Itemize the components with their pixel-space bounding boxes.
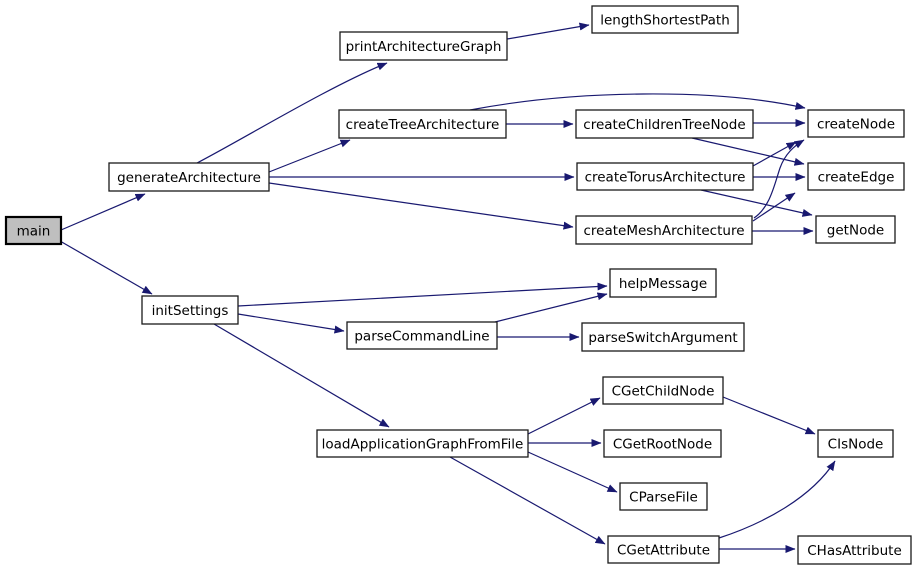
edge-createMeshArchitecture-to-createNode	[753, 139, 805, 219]
node-parseSwitchArgument-box[interactable]	[581, 322, 745, 352]
node-loadApplicationGraphFromFile-label: loadApplicationGraphFromFile	[322, 437, 524, 453]
node-printArchitectureGraph[interactable]: printArchitectureGraph	[339, 31, 508, 61]
edge-createChildrenTreeNode-to-createEdge	[691, 137, 805, 166]
node-CGetChildNode-label: CGetChildNode	[612, 384, 715, 400]
node-CHasAttribute-box[interactable]	[797, 535, 912, 565]
node-main[interactable]: main	[4, 215, 63, 246]
node-CGetAttribute-box[interactable]	[607, 535, 720, 564]
node-generateArchitecture-box[interactable]	[108, 162, 270, 192]
node-CGetChildNode[interactable]: CGetChildNode	[602, 376, 724, 405]
edge-loadApplicationGraphFromFile-to-CGetAttribute	[449, 456, 606, 545]
edge-parseCommandLine-to-helpMessage	[494, 292, 608, 323]
node-createEdge[interactable]: createEdge	[807, 162, 905, 191]
node-initSettings-label: initSettings	[152, 303, 229, 319]
edge-createTorusArchitecture-to-createNode	[752, 141, 797, 167]
node-createTreeArchitecture-label: createTreeArchitecture	[346, 117, 500, 133]
node-loadApplicationGraphFromFile-box[interactable]	[316, 429, 529, 458]
node-createTreeArchitecture-box[interactable]	[338, 109, 507, 139]
node-CGetAttribute[interactable]: CGetAttribute	[607, 535, 720, 564]
node-createEdge-box[interactable]	[807, 162, 905, 191]
node-loadApplicationGraphFromFile[interactable]: loadApplicationGraphFromFile	[316, 429, 529, 458]
node-createNode-label: createNode	[817, 117, 895, 133]
edge-createTorusArchitecture-to-getNode	[700, 189, 813, 217]
node-parseSwitchArgument-label: parseSwitchArgument	[588, 330, 737, 346]
node-lengthShortestPath-label: lengthShortestPath	[600, 13, 730, 29]
node-CGetRootNode-box[interactable]	[603, 429, 722, 458]
node-getNode-box[interactable]	[815, 215, 896, 244]
node-createNode-box[interactable]	[807, 109, 905, 138]
node-CIsNode-box[interactable]	[817, 429, 894, 458]
edge-CGetChildNode-to-CIsNode	[722, 396, 816, 435]
node-CGetChildNode-box[interactable]	[602, 376, 724, 405]
node-parseCommandLine-box[interactable]	[346, 321, 498, 350]
edge-main-to-generateArchitecture	[60, 193, 146, 231]
node-getNode-label: getNode	[827, 223, 884, 239]
node-helpMessage[interactable]: helpMessage	[609, 268, 717, 298]
node-CGetRootNode[interactable]: CGetRootNode	[603, 429, 722, 458]
edge-loadApplicationGraphFromFile-to-CGetChildNode	[527, 397, 601, 435]
edge-initSettings-to-parseCommandLine	[237, 313, 345, 334]
node-createMeshArchitecture-box[interactable]	[575, 215, 753, 245]
node-helpMessage-box[interactable]	[609, 268, 717, 298]
node-createChildrenTreeNode[interactable]: createChildrenTreeNode	[575, 109, 754, 139]
node-CHasAttribute[interactable]: CHasAttribute	[797, 535, 912, 565]
node-createChildrenTreeNode-box[interactable]	[575, 109, 754, 139]
node-parseCommandLine[interactable]: parseCommandLine	[346, 321, 498, 350]
node-createMeshArchitecture[interactable]: createMeshArchitecture	[575, 215, 753, 245]
node-CParseFile-label: CParseFile	[629, 490, 698, 506]
node-helpMessage-label: helpMessage	[619, 276, 707, 292]
node-CGetAttribute-label: CGetAttribute	[617, 543, 710, 559]
node-parseCommandLine-label: parseCommandLine	[354, 329, 489, 345]
node-printArchitectureGraph-label: printArchitectureGraph	[346, 39, 502, 55]
node-parseSwitchArgument[interactable]: parseSwitchArgument	[581, 322, 745, 352]
node-main-label: main	[17, 224, 51, 240]
node-createTreeArchitecture[interactable]: createTreeArchitecture	[338, 109, 507, 139]
node-lengthShortestPath[interactable]: lengthShortestPath	[591, 5, 739, 34]
edge-generateArchitecture-to-createMeshArchitecture	[268, 182, 574, 230]
node-lengthShortestPath-box[interactable]	[591, 5, 739, 34]
node-createChildrenTreeNode-label: createChildrenTreeNode	[583, 117, 745, 133]
node-CParseFile[interactable]: CParseFile	[619, 482, 708, 511]
edge-printArchitectureGraph-to-lengthShortestPath	[506, 22, 590, 40]
node-generateArchitecture-label: generateArchitecture	[117, 170, 261, 186]
edges-layer	[59, 22, 836, 553]
edge-createMeshArchitecture-to-createEdge	[752, 192, 796, 222]
edge-createTreeArchitecture-to-createNode	[469, 93, 806, 111]
node-CParseFile-box[interactable]	[619, 482, 708, 511]
node-initSettings[interactable]: initSettings	[141, 295, 239, 325]
node-initSettings-box[interactable]	[141, 295, 239, 325]
edge-generateArchitecture-to-printArchitectureGraph	[196, 62, 388, 164]
node-createTorusArchitecture-box[interactable]	[576, 162, 754, 191]
node-createEdge-label: createEdge	[818, 170, 895, 186]
node-printArchitectureGraph-box[interactable]	[339, 31, 508, 61]
node-CIsNode-label: CIsNode	[828, 437, 884, 453]
node-createTorusArchitecture-label: createTorusArchitecture	[585, 170, 746, 186]
node-createMeshArchitecture-label: createMeshArchitecture	[583, 223, 744, 239]
edge-initSettings-to-helpMessage	[237, 282, 608, 307]
edge-generateArchitecture-to-createTreeArchitecture	[268, 139, 351, 173]
node-createNode[interactable]: createNode	[807, 109, 905, 138]
edge-loadApplicationGraphFromFile-to-CParseFile	[527, 451, 618, 493]
edge-initSettings-to-loadApplicationGraphFromFile	[213, 323, 390, 428]
node-generateArchitecture[interactable]: generateArchitecture	[108, 162, 270, 192]
node-main-box[interactable]	[4, 215, 63, 246]
node-CIsNode[interactable]: CIsNode	[817, 429, 894, 458]
node-CGetRootNode-label: CGetRootNode	[613, 437, 712, 453]
nodes-layer: main generateArchitecture printArchitectur…	[4, 5, 912, 565]
edge-main-to-initSettings	[59, 240, 153, 295]
edge-CGetAttribute-to-CIsNode	[718, 460, 836, 539]
node-CHasAttribute-label: CHasAttribute	[807, 543, 902, 559]
node-createTorusArchitecture[interactable]: createTorusArchitecture	[576, 162, 754, 191]
node-getNode[interactable]: getNode	[815, 215, 896, 244]
